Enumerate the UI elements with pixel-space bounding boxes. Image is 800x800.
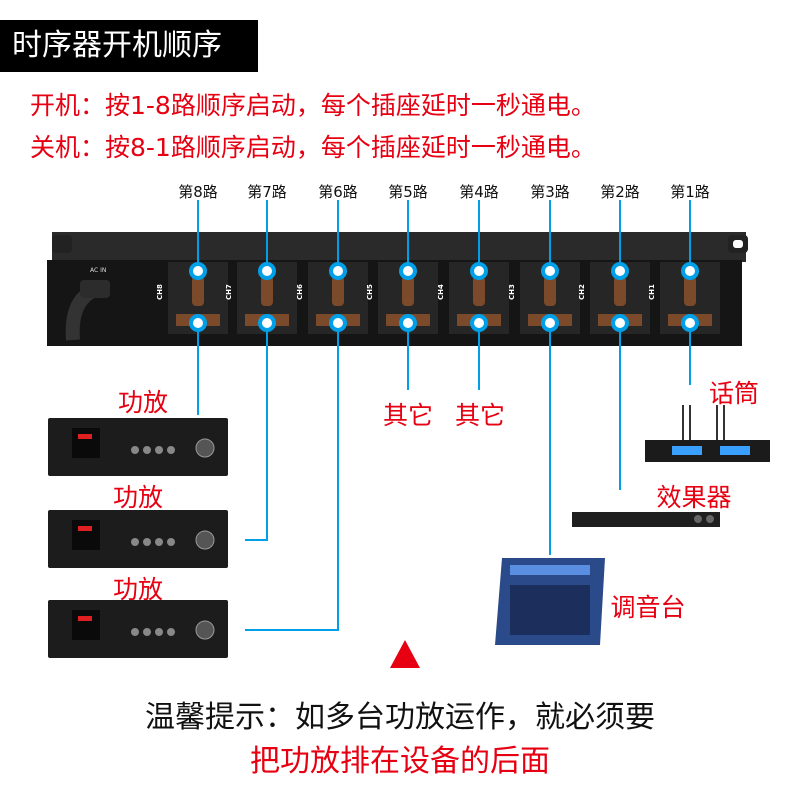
connection-dot: [329, 262, 347, 280]
ch-text: CH5: [366, 284, 374, 300]
effects-processor: [572, 512, 720, 527]
effects-label: 效果器: [656, 483, 732, 512]
ch-text: CH4: [437, 284, 445, 300]
ch-text: CH2: [578, 284, 586, 300]
connection-dot: [399, 314, 417, 332]
connection-dot: [681, 262, 699, 280]
svg-text:AC IN: AC IN: [90, 267, 106, 274]
connection-dot: [541, 314, 559, 332]
ch-text: CH3: [508, 284, 516, 300]
connection-dot: [189, 314, 207, 332]
channel-label-4: 第4路: [459, 183, 499, 201]
connection-dot: [541, 262, 559, 280]
other-label-1: 其它: [382, 401, 434, 430]
channel-label-5: 第5路: [388, 183, 428, 201]
tip-line-1: 温馨提示：如多台功放运作，就必须要: [145, 700, 655, 735]
power-on-text: 开机：按1-8路顺序启动，每个插座延时一秒通电。: [30, 91, 596, 120]
connector-line: [245, 323, 339, 631]
channel-label-2: 第2路: [600, 183, 640, 201]
connection-dot: [258, 262, 276, 280]
amp-label-1: 功放: [117, 388, 169, 417]
ch-text: CH8: [156, 284, 164, 300]
connector-line: [245, 323, 268, 541]
ch-text: CH1: [648, 284, 656, 300]
page-title: 时序器开机顺序: [0, 20, 258, 72]
channel-label-7: 第7路: [247, 183, 287, 201]
mixer-label: 调音台: [610, 593, 686, 622]
wireless-mic-receiver: [645, 405, 770, 462]
power-off-text: 关机：按8-1路顺序启动，每个插座延时一秒通电。: [30, 133, 596, 162]
amplifier-1: [48, 418, 228, 476]
ch-text: CH7: [225, 284, 233, 300]
channel-label-6: 第6路: [318, 183, 358, 201]
mic-label: 话筒: [708, 379, 760, 408]
connection-dot: [681, 314, 699, 332]
amp-label-2: 功放: [112, 483, 164, 512]
connection-dot: [611, 314, 629, 332]
warning-triangle-icon: [390, 640, 420, 668]
connection-dot: [470, 314, 488, 332]
amp-label-3: 功放: [112, 575, 164, 604]
connection-dot: [611, 262, 629, 280]
ch-text: CH6: [296, 284, 304, 300]
connection-dot: [189, 262, 207, 280]
channel-label-3: 第3路: [530, 183, 570, 201]
connection-dot: [399, 262, 417, 280]
tip-line-2: 把功放排在设备的后面: [250, 744, 550, 779]
other-label-2: 其它: [454, 401, 506, 430]
channel-label-1: 第1路: [670, 183, 710, 201]
mixing-console: [495, 558, 605, 645]
amplifier-2: [48, 510, 228, 568]
amplifier-3: [48, 600, 228, 658]
connection-dot: [258, 314, 276, 332]
connection-dot: [470, 262, 488, 280]
channel-label-8: 第8路: [178, 183, 218, 201]
connection-dot: [329, 314, 347, 332]
